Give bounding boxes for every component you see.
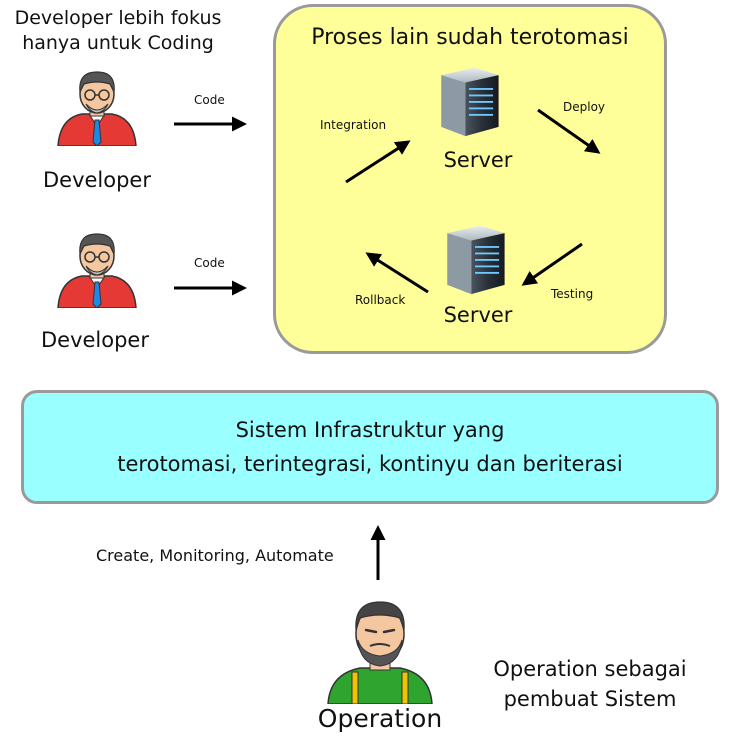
- server-label: Server: [443, 148, 513, 172]
- code-arrow: [174, 280, 247, 296]
- server-icon: [432, 62, 506, 140]
- developer-caption-line2: hanya untuk Coding: [22, 32, 214, 54]
- integration-label: Integration: [320, 118, 387, 132]
- infrastructure-line2: terotomasi, terintegrasi, kontinyu dan b…: [117, 452, 623, 476]
- code-arrow: [174, 116, 247, 132]
- operation-label: Operation: [317, 704, 443, 733]
- infrastructure-box: Sistem Infrastruktur yang terotomasi, te…: [21, 390, 719, 504]
- rollback-arrow: [365, 252, 429, 294]
- deploy-arrow: [537, 108, 601, 154]
- server-icon: [438, 220, 512, 298]
- developer-caption-line1: Developer lebih fokus: [14, 7, 222, 29]
- integration-arrow: [345, 140, 411, 184]
- infrastructure-line1: Sistem Infrastruktur yang: [235, 418, 505, 442]
- developer-icon: [52, 228, 142, 308]
- operation-icon: [320, 594, 440, 704]
- developer-label: Developer: [42, 168, 151, 192]
- operation-arrow: [370, 525, 386, 580]
- operation-arrow-label: Create, Monitoring, Automate: [96, 546, 334, 565]
- operation-caption-line2: pembuat Sistem: [503, 687, 677, 711]
- developer-caption: Developer lebih fokus hanya untuk Coding: [0, 6, 236, 56]
- deploy-label: Deploy: [563, 100, 606, 114]
- automation-title: Proses lain sudah terotomasi: [311, 25, 629, 50]
- automation-panel: Proses lain sudah terotomasi: [273, 4, 667, 354]
- code-arrow-label: Code: [194, 93, 225, 107]
- server-label: Server: [443, 303, 513, 327]
- developer-label: Developer: [40, 328, 149, 352]
- rollback-label: Rollback: [355, 293, 406, 307]
- testing-label: Testing: [551, 287, 594, 301]
- operation-caption-line1: Operation sebagai: [493, 657, 687, 681]
- developer-icon: [52, 66, 142, 146]
- operation-caption: Operation sebagai pembuat Sistem: [470, 654, 710, 714]
- testing-arrow: [521, 242, 583, 286]
- code-arrow-label: Code: [194, 256, 225, 270]
